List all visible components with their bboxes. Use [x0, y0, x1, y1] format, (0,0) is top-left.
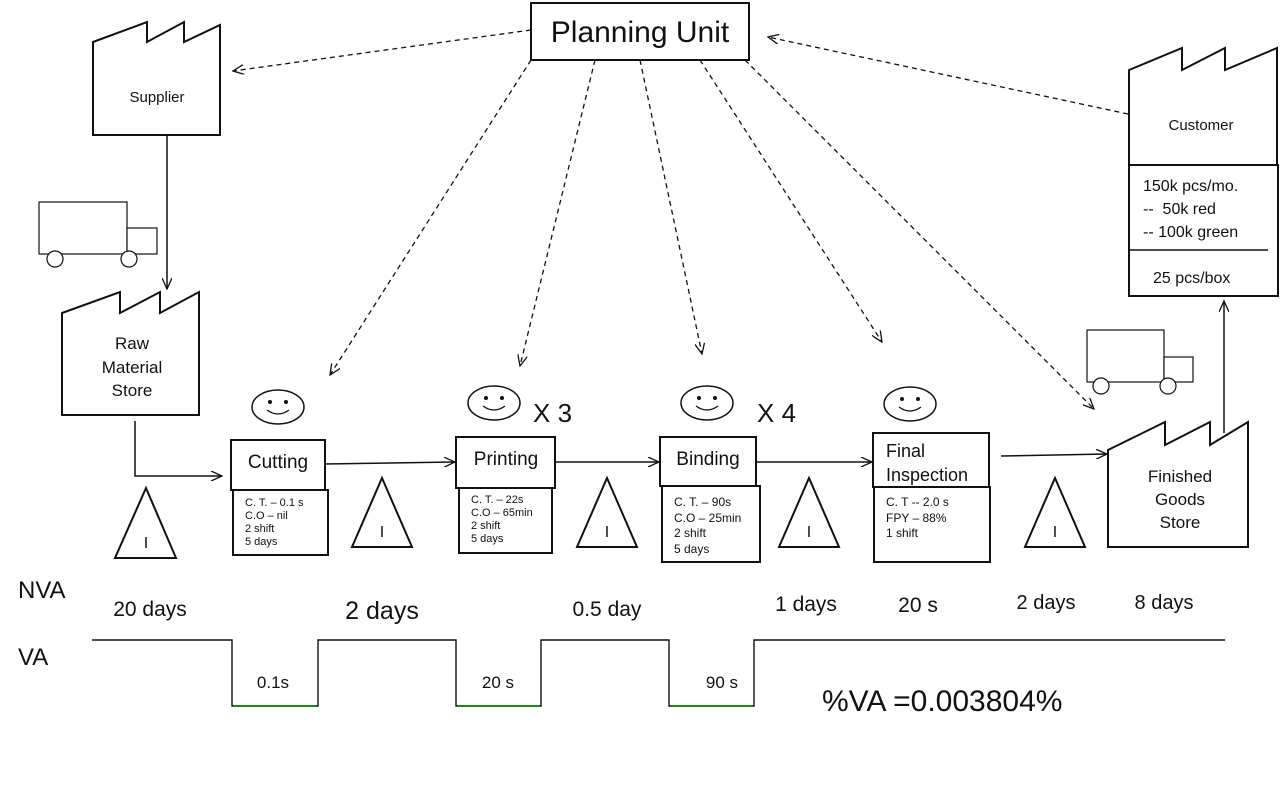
svg-text:I: I — [807, 524, 811, 541]
process-data-line: FPY – 88% — [886, 511, 947, 525]
customer-factory: Customer — [1128, 46, 1278, 166]
finished-store-label: Store — [1160, 513, 1201, 532]
customer-demand-line: 150k pcs/mo. — [1143, 178, 1238, 195]
nva-label: NVA — [18, 577, 66, 604]
operator-icon — [251, 389, 305, 425]
planning-unit-label: Planning Unit — [551, 16, 730, 49]
customer-label: Customer — [1168, 117, 1233, 134]
process-final-inspection: Final Inspection C. T -- 2.0 s FPY – 88%… — [872, 432, 991, 563]
inventory-triangle: I — [777, 475, 841, 548]
inventory-triangle: I — [350, 475, 414, 548]
process-data-line: 2 shift — [471, 520, 500, 532]
customer-demand-line: -- 100k green — [1143, 224, 1238, 241]
nva-time: 2 days — [1017, 592, 1076, 614]
nva-time: 20 days — [113, 598, 187, 621]
process-data-line: C.O – 25min — [674, 511, 741, 525]
process-data-line: C. T -- 2.0 s — [886, 495, 949, 509]
value-added-timeline — [92, 639, 1225, 707]
process-data-line: C.O – nil — [245, 510, 288, 522]
process-data-line: 5 days — [674, 542, 709, 556]
customer-truck-icon — [1086, 329, 1194, 395]
finished-goods-store: Finished Goods Store — [1107, 420, 1249, 548]
finished-store-label: Goods — [1155, 490, 1205, 509]
va-time: 20 s — [482, 673, 514, 692]
supplier-label: Supplier — [129, 89, 184, 106]
inventory-triangle: I — [575, 475, 639, 548]
process-title: Cutting — [248, 452, 308, 473]
information-flow-arrows — [233, 29, 1129, 409]
process-data-line: C.O – 65min — [471, 507, 533, 519]
va-label: VA — [18, 644, 48, 671]
customer-demand-line: -- 50k red — [1143, 201, 1216, 218]
svg-text:I: I — [605, 524, 609, 541]
operator-icon — [467, 385, 521, 421]
planning-unit-box: Planning Unit — [530, 2, 750, 61]
nva-time: 8 days — [1135, 592, 1194, 614]
va-time: 90 s — [706, 673, 738, 692]
material-flow-arrows — [134, 135, 1224, 476]
process-cutting: Cutting C. T. – 0.1 s C.O – nil 2 shift … — [230, 439, 329, 556]
customer-packaging: 25 pcs/box — [1153, 270, 1230, 287]
raw-material-store: Raw Material Store — [61, 290, 200, 416]
process-data-line: 2 shift — [674, 526, 707, 540]
raw-store-label: Material — [102, 358, 162, 377]
process-data-line: C. T. – 0.1 s — [245, 497, 304, 509]
printing-operator-count: X 3 — [533, 398, 572, 428]
finished-store-label: Finished — [1148, 467, 1212, 486]
process-binding: Binding C. T. – 90s C.O – 25min 2 shift … — [659, 436, 761, 563]
process-title: Printing — [474, 449, 538, 470]
nva-time: 2 days — [345, 597, 419, 625]
percent-va: %VA =0.003804% — [822, 685, 1062, 718]
customer-data-box: 150k pcs/mo. -- 50k red -- 100k green 25… — [1128, 164, 1279, 297]
process-data-line: C. T. – 90s — [674, 495, 731, 509]
nva-time: 1 days — [775, 593, 837, 616]
operator-icon — [883, 386, 937, 422]
supplier-truck-icon — [38, 201, 158, 268]
process-title: Final — [886, 441, 925, 461]
va-time: 0.1s — [257, 673, 289, 692]
process-data-line: 2 shift — [245, 523, 274, 535]
process-data-line: C. T. – 22s — [471, 494, 524, 506]
operator-icon — [680, 385, 734, 421]
process-title: Inspection — [886, 465, 968, 485]
inventory-triangle: I — [113, 485, 178, 559]
raw-store-label: Store — [112, 381, 153, 400]
process-data-line: 5 days — [471, 533, 504, 545]
raw-store-label: Raw — [115, 334, 150, 353]
process-data-line: 1 shift — [886, 526, 919, 540]
process-data-line: 5 days — [245, 536, 278, 548]
nva-time: 20 s — [898, 594, 938, 617]
supplier-factory: Supplier — [92, 20, 221, 136]
nva-time: 0.5 day — [573, 598, 642, 621]
process-printing: Printing C. T. – 22s C.O – 65min 2 shift… — [455, 436, 556, 554]
svg-text:I: I — [144, 535, 148, 552]
svg-text:I: I — [380, 524, 384, 541]
process-title: Binding — [676, 449, 739, 470]
binding-operator-count: X 4 — [757, 398, 796, 428]
svg-text:I: I — [1053, 524, 1057, 541]
inventory-triangle: I — [1023, 475, 1087, 548]
